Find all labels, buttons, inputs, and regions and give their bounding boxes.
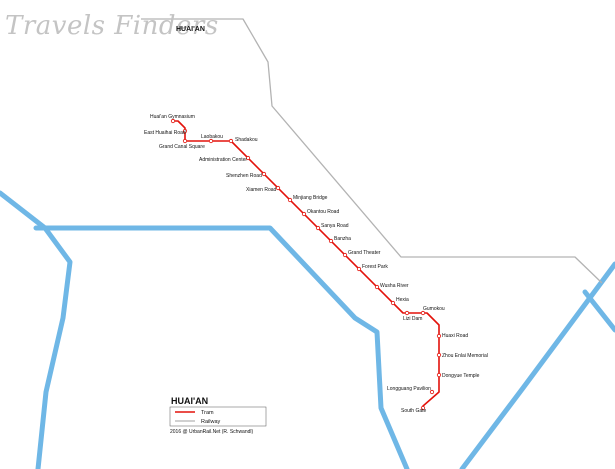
canal-upper-left (0, 190, 73, 469)
station-dongyue-temple[interactable]: Dongyue Temple (436, 372, 480, 379)
station-label: Wusha River (380, 283, 409, 289)
station-east-huaihai-road[interactable]: East Huaihai Road (144, 128, 188, 136)
station-wusha-river[interactable]: Wusha River (374, 283, 409, 290)
stations-layer: Huai'an Gymnasium East Huaihai Road Gran… (144, 114, 488, 414)
station-laobakou[interactable]: Laobakou (201, 134, 223, 144)
station-shenzhen-road[interactable]: Shenzhen Road (226, 171, 267, 179)
station-label: Longguang Pavilion (387, 386, 431, 392)
watermark-logo: Travels Finders (5, 11, 219, 41)
station-label: Laobakou (201, 134, 223, 140)
station-label: Administration Center (199, 157, 247, 163)
canal-right (459, 261, 615, 469)
station-label: Okantou Road (307, 209, 339, 215)
station-zhou-enlai-memorial[interactable]: Zhou Enlai Memorial (436, 352, 488, 359)
station-label: Sanya Road (321, 223, 349, 229)
station-label: Gumokou (423, 306, 445, 312)
station-xiamen-road[interactable]: Xiamen Road (246, 185, 281, 193)
station-label: Dongyue Temple (442, 373, 480, 379)
city-label: HUAI'AN (176, 26, 205, 33)
station-okantou-road[interactable]: Okantou Road (301, 209, 339, 217)
station-grand-theater[interactable]: Grand Theater (342, 250, 381, 258)
railway-layer (141, 18, 603, 284)
station-label: Hexia (396, 297, 409, 303)
station-shadakou[interactable]: Shadakou (228, 137, 258, 144)
station-label: Minjiang Bridge (293, 195, 328, 201)
legend-tram-label: Tram (201, 410, 214, 416)
station-label: Banzha (334, 236, 351, 242)
water-layer (0, 190, 615, 469)
station-banzha[interactable]: Banzha (328, 236, 351, 244)
legend-title: HUAI'AN (171, 396, 208, 406)
tram-layer (173, 120, 440, 410)
map-credit: 2016 @ UrbanRail.Net (R. Schwandl) (170, 429, 254, 435)
station-label: Grand Canal Square (159, 144, 205, 150)
station-label: Huaxi Road (442, 333, 468, 339)
station-grand-canal-square[interactable]: Grand Canal Square (159, 138, 205, 150)
station-label: Grand Theater (348, 250, 381, 256)
tram-line (173, 120, 440, 410)
station-administration-center[interactable]: Administration Center (199, 155, 251, 163)
station-gumokou[interactable]: Gumokou (420, 306, 445, 316)
station-label: Shenzhen Road (226, 173, 262, 179)
station-huaian-gymnasium[interactable]: Huai'an Gymnasium (150, 114, 195, 124)
station-lizi-dam[interactable]: Lizi Dam (403, 310, 422, 322)
station-sanya-road[interactable]: Sanya Road (315, 223, 349, 231)
station-huaxi-road[interactable]: Huaxi Road (436, 333, 468, 339)
station-label: Lizi Dam (403, 316, 422, 322)
station-label: Huai'an Gymnasium (150, 114, 195, 120)
station-forest-park[interactable]: Forest Park (356, 264, 388, 272)
station-label: East Huaihai Road (144, 130, 186, 136)
legend-railway-label: Railway (201, 419, 221, 425)
station-minjiang-bridge[interactable]: Minjiang Bridge (287, 195, 328, 203)
railway-line (141, 18, 603, 284)
station-longguang-pavilion[interactable]: Longguang Pavilion (387, 386, 435, 395)
station-south-gate[interactable]: South Gate (401, 405, 427, 414)
station-label: Xiamen Road (246, 187, 277, 193)
station-label: South Gate (401, 408, 427, 414)
station-label: Shadakou (235, 137, 258, 143)
map-legend: HUAI'AN Tram Railway 2016 @ UrbanRail.Ne… (169, 396, 267, 435)
station-label: Zhou Enlai Memorial (442, 353, 488, 359)
canal-lower-right (582, 289, 615, 333)
canal-middle (33, 225, 410, 469)
station-label: Forest Park (362, 264, 388, 270)
station-hexia[interactable]: Hexia (390, 297, 409, 306)
